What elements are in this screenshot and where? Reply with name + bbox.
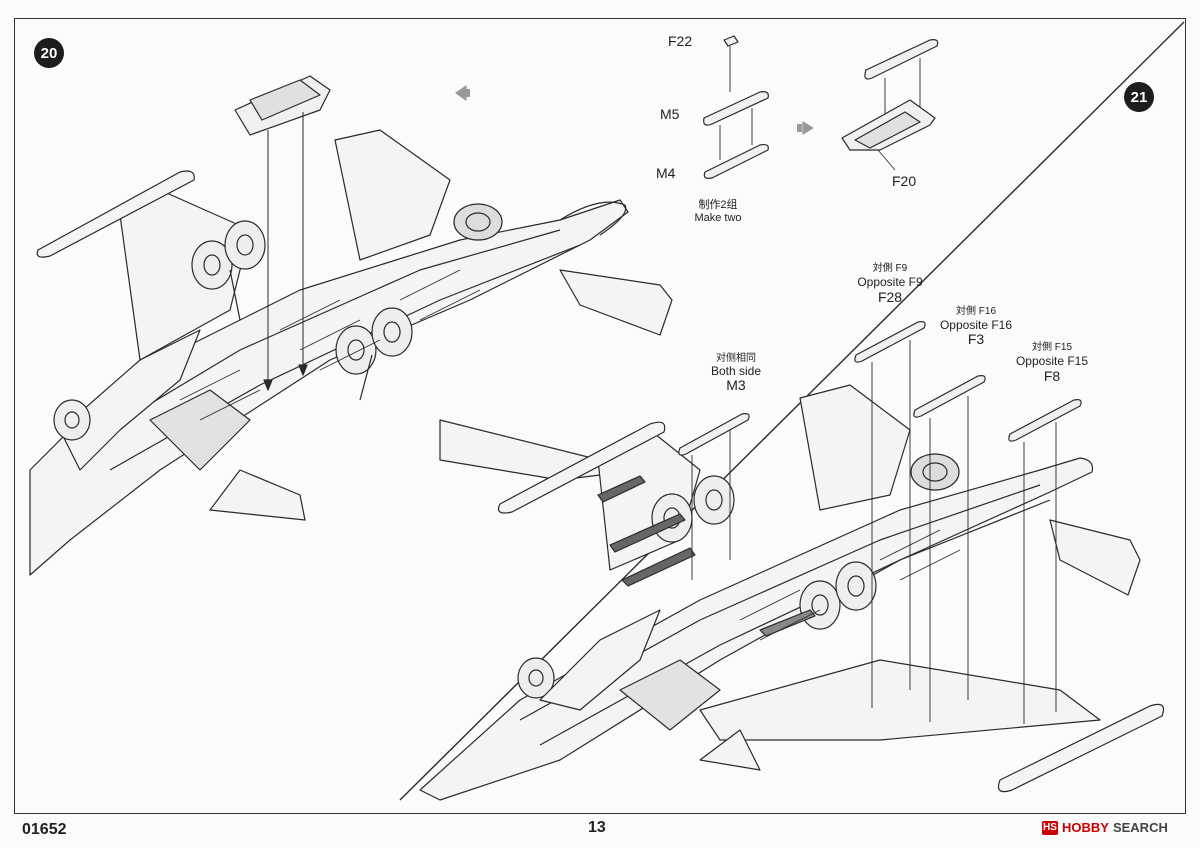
page-frame [14, 18, 1186, 814]
part-label-m4: M4 [656, 165, 676, 181]
f28-note-en: Opposite F9 [857, 275, 923, 289]
watermark-logo-icon: HS [1042, 820, 1058, 835]
f28-note-cn: 対側 F9 [872, 263, 908, 274]
part-label-f28: F28 [877, 289, 903, 305]
watermark-site: SEARCH [1112, 820, 1168, 835]
watermark-brand: HOBBY [1062, 820, 1109, 835]
step-20-badge: 20 [34, 38, 64, 68]
pylon-subassembly-illustration [703, 35, 939, 179]
part-label-f20: F20 [892, 173, 917, 189]
page-number: 13 [588, 819, 606, 836]
step-21-badge: 21 [1124, 82, 1154, 112]
part-label-f22: F22 [668, 33, 693, 49]
aircraft-step21-illustration [419, 321, 1165, 801]
make-two-note-cn: 制作2组 [698, 199, 738, 211]
part-label-f3: F3 [967, 331, 985, 347]
part-label-m5: M5 [660, 106, 680, 122]
m3-note-cn: 对侧相同 [716, 353, 756, 364]
make-two-note-en: Make two [694, 212, 742, 224]
m3-note-en: Both side [710, 364, 762, 378]
f8-note-en: Opposite F15 [1015, 354, 1089, 368]
part-label-m3: M3 [726, 377, 746, 393]
kit-number: 01652 [22, 821, 67, 838]
watermark: HS HOBBY SEARCH [1042, 820, 1168, 835]
f3-note-cn: 対側 F16 [955, 306, 997, 317]
f8-note-cn: 対側 F15 [1031, 342, 1073, 353]
aircraft-step20-illustration [29, 75, 673, 576]
f3-note-en: Opposite F16 [939, 318, 1013, 332]
part-label-f8: F8 [1043, 368, 1061, 384]
